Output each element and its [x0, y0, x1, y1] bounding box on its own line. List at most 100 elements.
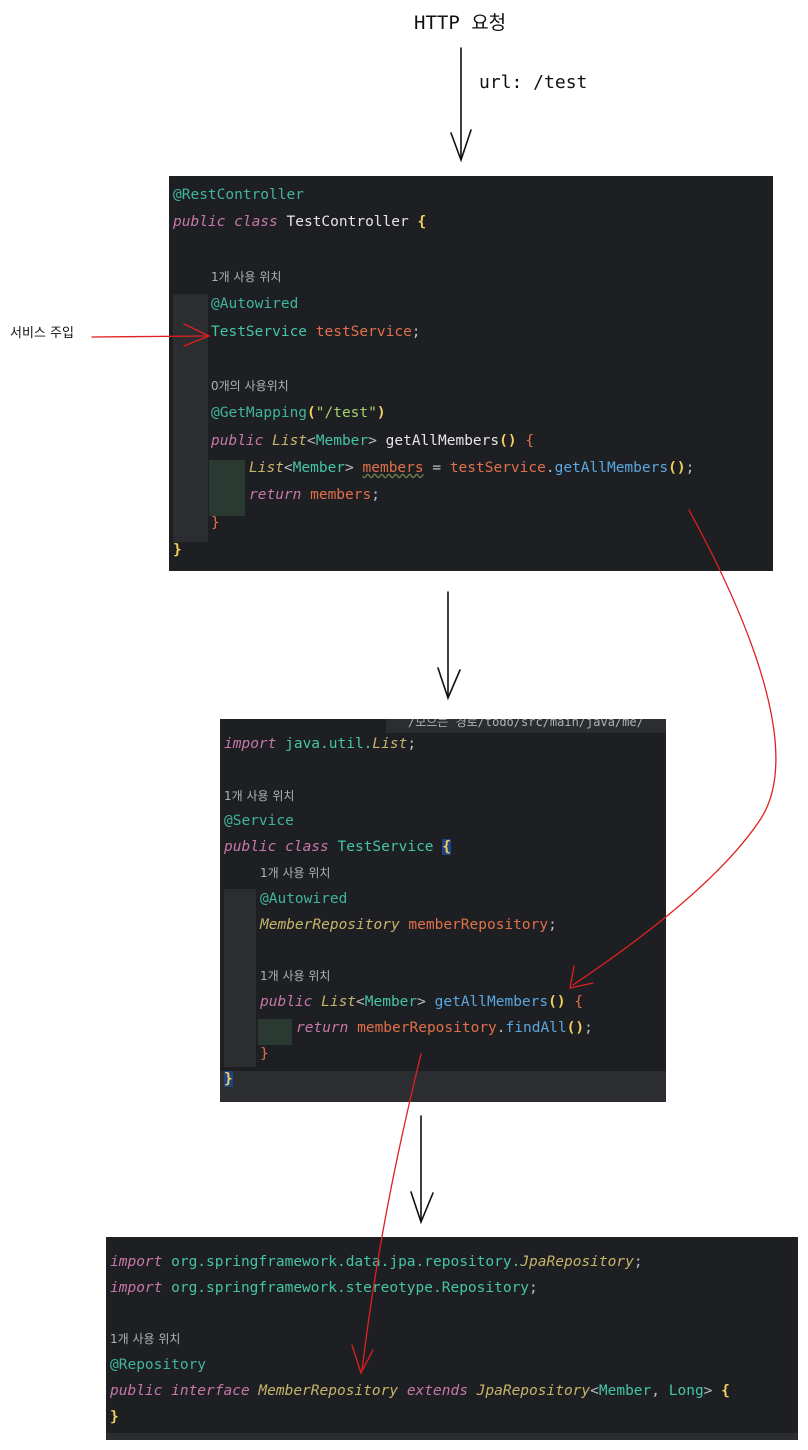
code-line: @Autowired	[260, 890, 347, 908]
usage-hint-text[interactable]: 1개 사용 위치	[260, 866, 331, 880]
code-line: }	[260, 1045, 269, 1063]
code-token: ()	[668, 460, 686, 476]
code-token: Member	[598, 1383, 652, 1399]
code-token: java.util.	[285, 736, 373, 752]
code-line: @Autowired	[211, 295, 298, 313]
code-token: getAllMembers	[434, 994, 549, 1010]
code-token: <	[307, 432, 316, 449]
code-token: =	[423, 460, 450, 476]
code-token: }	[224, 1071, 233, 1088]
code-line: @Repository	[110, 1356, 206, 1374]
usage-hint: 1개 사용 위치	[224, 787, 294, 805]
indent-guide-inner	[209, 460, 245, 516]
code-token: ,	[651, 1383, 669, 1399]
usage-hint: 1개 사용 위치	[211, 268, 281, 286]
code-line: List<Member> members = testService.getAl…	[249, 459, 694, 477]
code-line: }	[224, 1070, 233, 1088]
usage-hint-text[interactable]: 0개의 사용위치	[211, 379, 289, 394]
code-token: ;	[548, 916, 557, 933]
code-line: return memberRepository.findAll();	[296, 1019, 593, 1037]
code-token: ;	[411, 323, 421, 340]
code-line: import org.springframework.data.jpa.repo…	[110, 1253, 643, 1271]
code-token: >	[417, 994, 435, 1010]
code-line: public class TestController {	[173, 213, 426, 231]
code-token: public	[211, 432, 273, 449]
code-token: TestService	[211, 323, 316, 340]
code-token: }	[211, 514, 220, 531]
code-token: extends	[406, 1383, 477, 1399]
usage-hint-text[interactable]: 1개 사용 위치	[211, 269, 282, 284]
code-token: (	[307, 405, 316, 422]
code-token: >	[703, 1383, 722, 1399]
code-token: List	[321, 994, 357, 1010]
code-token: >	[368, 432, 386, 449]
code-token: import	[110, 1279, 172, 1296]
code-token: Member	[315, 432, 369, 449]
code-token: TestController	[286, 214, 418, 231]
code-token: Member	[364, 994, 418, 1010]
code-line: @Service	[224, 812, 294, 830]
code-token: MemberRepository	[260, 916, 409, 933]
indent-guide	[173, 294, 208, 542]
code-token: }	[260, 1045, 269, 1062]
service-code-panel: /모으는 경로/todo/src/main/java/me/ import ja…	[220, 719, 666, 1102]
code-token: getAllMembers	[385, 432, 500, 449]
code-token: {	[417, 214, 427, 231]
code-token: public class	[224, 839, 338, 856]
code-line: import java.util.List;	[224, 735, 416, 753]
code-token: <	[283, 460, 293, 476]
code-token: TestService	[337, 839, 443, 856]
indent-guide-inner	[258, 1019, 292, 1045]
code-token: memberRepository	[408, 916, 549, 933]
code-line: }	[110, 1408, 119, 1426]
code-line: MemberRepository memberRepository;	[260, 916, 557, 934]
code-token: ()	[548, 994, 575, 1010]
code-token: ;	[529, 1279, 538, 1296]
code-token: ;	[371, 487, 380, 504]
usage-hint-text[interactable]: 1개 사용 위치	[260, 969, 331, 984]
code-token: ()	[566, 1019, 585, 1036]
code-token: getAllMembers	[554, 460, 669, 476]
service-injection-label: 서비스 주입	[10, 326, 74, 341]
usage-hint: 1개 사용 위치	[260, 864, 330, 882]
code-token: <	[590, 1383, 599, 1399]
code-line: public class TestService {	[224, 838, 451, 856]
caret-line	[106, 1433, 798, 1440]
code-token: Member	[292, 460, 346, 476]
controller-code-panel: @RestController public class TestControll…	[169, 176, 773, 571]
usage-hint: 1개 사용 위치	[260, 967, 330, 985]
code-token: ;	[584, 1019, 593, 1036]
arrow-request-head	[450, 129, 472, 163]
code-token: ;	[407, 736, 417, 752]
code-token: org.springframework.data.jpa.repository.	[171, 1254, 521, 1270]
code-token: findAll	[505, 1019, 567, 1036]
code-line: @GetMapping("/test")	[211, 404, 386, 422]
editor-path-text: /모으는 경로/todo/src/main/java/me/	[408, 719, 644, 729]
code-token: testService	[449, 460, 546, 476]
code-token: List	[249, 460, 284, 476]
code-token: >	[345, 460, 363, 476]
arrow-service-to-repository-head	[410, 1191, 434, 1225]
url-label: url: /test	[479, 72, 588, 93]
usage-hint-text[interactable]: 1개 사용 위치	[110, 1332, 181, 1347]
http-request-label: HTTP 요청	[414, 12, 507, 34]
code-token: @Autowired	[260, 890, 348, 907]
code-token: testService	[315, 323, 412, 340]
code-token: .	[496, 1019, 506, 1036]
code-token: MemberRepository	[258, 1383, 407, 1399]
code-token: @Service	[224, 813, 294, 830]
code-token: {	[442, 839, 451, 856]
code-token: return	[249, 487, 311, 504]
code-token: @RestController	[173, 187, 304, 203]
code-token: members	[362, 460, 424, 476]
indent-guide	[224, 889, 256, 1067]
code-token: {	[721, 1383, 730, 1399]
code-token: <	[356, 994, 365, 1010]
code-token: JpaRepository	[476, 1383, 591, 1399]
code-line: }	[211, 514, 220, 532]
usage-hint-text[interactable]: 1개 사용 위치	[224, 788, 295, 803]
code-token: public	[260, 994, 322, 1010]
code-token: List	[372, 736, 408, 752]
code-token: public class	[173, 214, 287, 231]
code-line: @RestController	[173, 186, 304, 204]
